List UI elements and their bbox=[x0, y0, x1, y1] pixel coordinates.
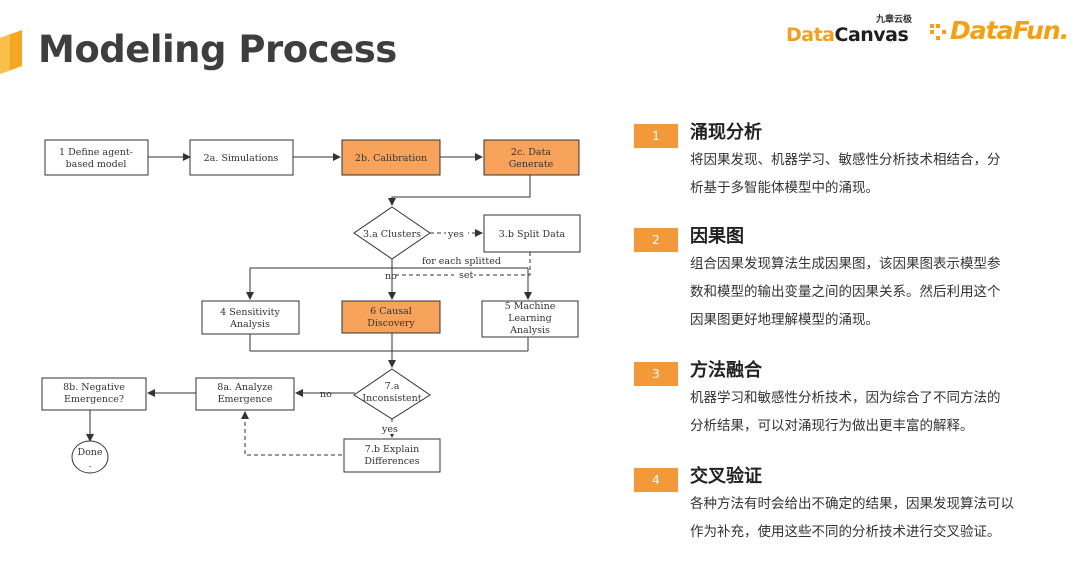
panel-item-description: 各种方法有时会给出不确定的结果，因果发现算法可以作为补充，使用这些不同的分析技术… bbox=[690, 496, 1014, 540]
panel-item-title: 因果图 bbox=[690, 226, 744, 247]
node-simulations-box bbox=[189, 139, 294, 176]
datacanvas-logo: 九章云极 DataCanvas bbox=[786, 12, 914, 48]
panel-item-number-badge: 2 bbox=[634, 228, 678, 252]
edge-label-set: set bbox=[459, 270, 473, 281]
datafun-logo-wordmark: DataFun. bbox=[950, 16, 1069, 45]
title-accent-shape bbox=[0, 30, 22, 74]
datafun-logo: DataFun. bbox=[930, 10, 1075, 50]
node-ml-analysis-box bbox=[481, 300, 579, 338]
node-define-agent-label: 1 Define agent-based model bbox=[59, 147, 133, 170]
panel-item-number-badge: 3 bbox=[634, 362, 678, 386]
node-clusters-label: 3.a Clusters bbox=[363, 229, 421, 240]
modeling-flowchart: 1 Define agent-based model 2a. Simulatio… bbox=[41, 139, 581, 474]
node-sensitivity-box bbox=[201, 300, 300, 335]
datacanvas-logo-part2: Canvas bbox=[834, 24, 909, 46]
edge-label-no-inconsistent: no bbox=[320, 389, 332, 400]
node-done-label: Done. bbox=[77, 447, 102, 470]
datacanvas-logo-chinese: 九章云极 bbox=[875, 15, 912, 25]
edge-label-no-cluster: no bbox=[385, 271, 397, 282]
datacanvas-logo-part1: Data bbox=[786, 24, 835, 46]
panel-item-description: 将因果发现、机器学习、敏感性分析技术相结合，分析基于多智能体模型中的涌现。 bbox=[690, 152, 1001, 196]
flow-dashed-connectors bbox=[241, 229, 531, 456]
datafun-dots-icon bbox=[930, 24, 946, 40]
flow-connectors bbox=[86, 153, 532, 442]
node-define-agent-box bbox=[44, 139, 149, 176]
panel-item-cross-validation: 4 交叉验证 各种方法有时会给出不确定的结果，因果发现算法可以作为补充，使用这些… bbox=[634, 466, 1054, 548]
edge-label-for-each: for each splitted bbox=[422, 256, 501, 267]
panel-item-description: 组合因果发现算法生成因果图，该因果图表示模型参数和模型的输出变量之间的因果关系。… bbox=[690, 256, 1001, 328]
page-title: Modeling Process bbox=[38, 28, 397, 71]
panel-item-number-badge: 1 bbox=[634, 124, 678, 148]
panel-item-title: 交叉验证 bbox=[690, 466, 762, 487]
flow-edge-labels: yes for each splitted set no no yes bbox=[320, 227, 501, 435]
node-negative-emergence-box bbox=[41, 377, 147, 411]
flow-nodes bbox=[41, 139, 581, 474]
node-clusters-diamond bbox=[353, 206, 431, 260]
node-data-generate-box bbox=[483, 139, 580, 176]
panel-item-title: 涌现分析 bbox=[690, 122, 762, 143]
node-explain-differences-box bbox=[343, 438, 441, 473]
node-analyze-emergence-box bbox=[195, 377, 295, 411]
node-split-data-box bbox=[483, 214, 581, 253]
edge-label-yes-split: yes bbox=[447, 229, 464, 240]
node-split-data-label: 3.b Split Data bbox=[499, 229, 566, 240]
panel-item-description: 机器学习和敏感性分析技术，因为综合了不同方法的分析结果，可以对涌现行为做出更丰富… bbox=[690, 390, 1001, 434]
panel-item-title: 方法融合 bbox=[690, 360, 762, 381]
datacanvas-logo-wordmark: DataCanvas bbox=[786, 24, 909, 46]
panel-item-method-fusion: 3 方法融合 机器学习和敏感性分析技术，因为综合了不同方法的分析结果，可以对涌现… bbox=[634, 360, 1054, 442]
node-done-circle bbox=[71, 440, 109, 474]
node-causal-discovery-box bbox=[341, 300, 441, 334]
panel-item-causal-graph: 2 因果图 组合因果发现算法生成因果图，该因果图表示模型参数和模型的输出变量之间… bbox=[634, 226, 1054, 338]
flow-node-labels: 1 Define agent-based model 2a. Simulatio… bbox=[59, 147, 566, 470]
node-simulations-label: 2a. Simulations bbox=[204, 153, 279, 164]
node-calibration-label: 2b. Calibration bbox=[355, 153, 427, 164]
node-inconsistent-diamond bbox=[353, 368, 431, 420]
panel-item-emergence: 1 涌现分析 将因果发现、机器学习、敏感性分析技术相结合，分析基于多智能体模型中… bbox=[634, 122, 1054, 204]
node-calibration-box bbox=[341, 139, 441, 176]
edge-label-yes-explain: yes bbox=[381, 424, 398, 435]
panel-item-number-badge: 4 bbox=[634, 468, 678, 492]
